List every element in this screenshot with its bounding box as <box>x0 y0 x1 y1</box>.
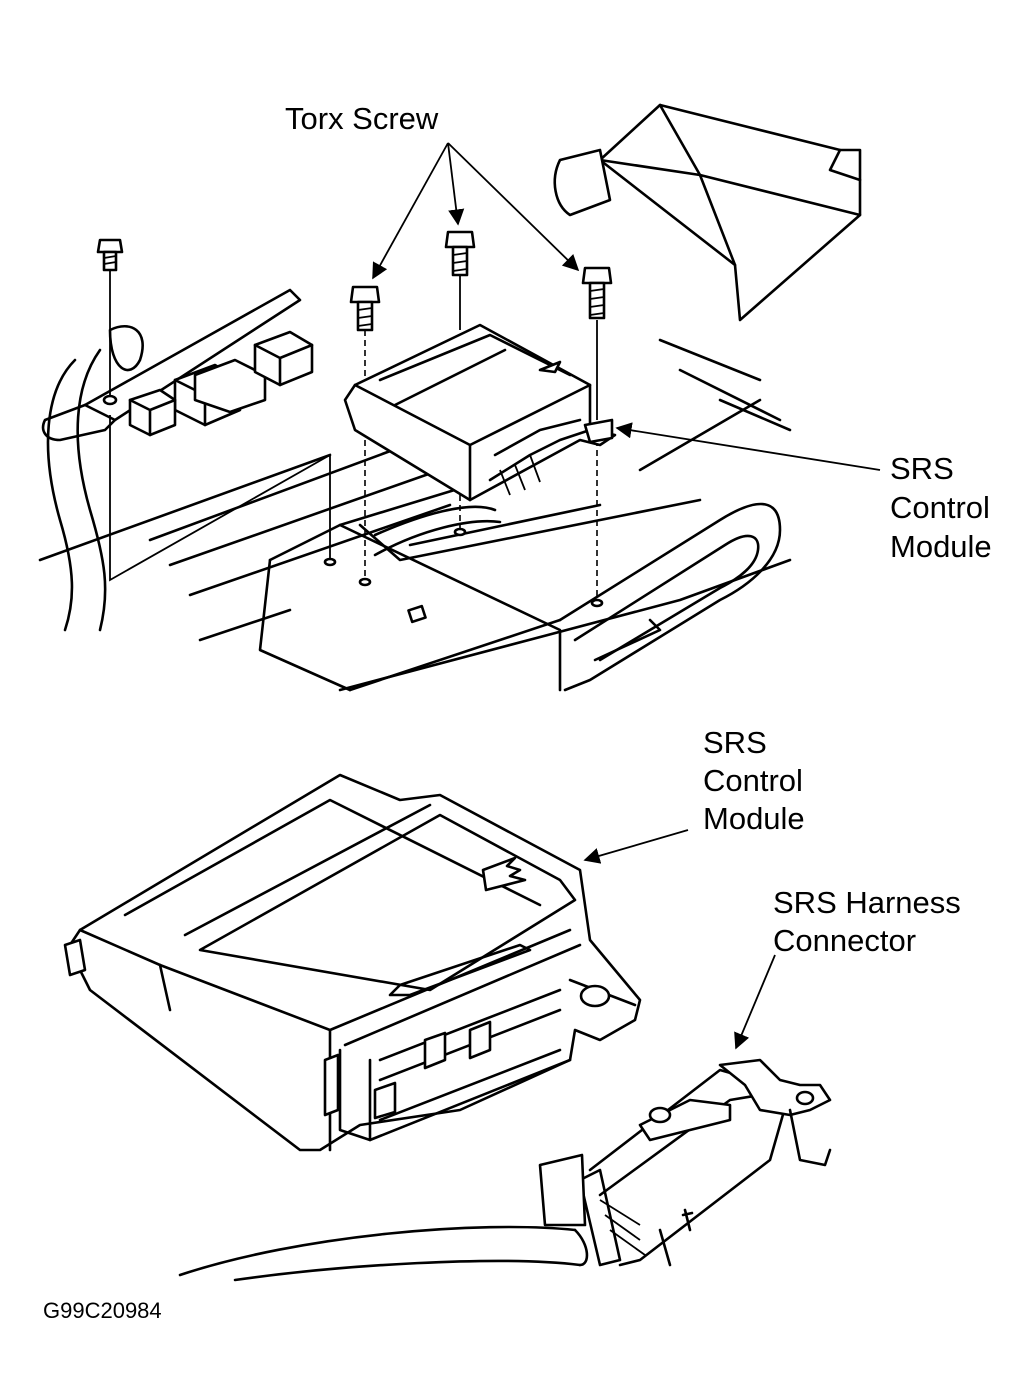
srs-module-top <box>343 323 617 557</box>
srs-module-bottom-label-line3: Module <box>703 801 805 836</box>
floor-tunnel <box>38 338 792 692</box>
srs-module-bottom-label-line2: Control <box>703 763 803 798</box>
harness-connector-leader <box>734 954 776 1050</box>
torx-screw-3 <box>444 230 476 277</box>
torx-screw-label: Torx Screw <box>285 101 439 136</box>
harness-connector-label-line2: Connector <box>773 923 917 958</box>
alignment-lines <box>109 270 604 608</box>
torx-screw-1 <box>96 238 124 272</box>
cover-panel <box>553 103 862 322</box>
harness-connector-label-line1: SRS Harness <box>773 885 961 920</box>
torx-screw-4 <box>581 266 613 320</box>
console-bracket <box>558 502 782 692</box>
srs-harness-connector <box>178 1058 832 1282</box>
srs-module-bottom-label-line1: SRS <box>703 725 767 760</box>
srs-module-top-label-line3: Module <box>890 529 992 564</box>
figure-code: G99C20984 <box>43 1298 162 1323</box>
srs-module-bottom-leader <box>583 829 689 864</box>
torx-screw-2 <box>349 285 381 332</box>
srs-module-large <box>63 773 642 1152</box>
srs-module-top-leader <box>615 422 881 471</box>
left-harness <box>41 288 314 632</box>
srs-module-top-label-line1: SRS <box>890 451 954 486</box>
torx-screw-leaders <box>372 142 580 280</box>
srs-module-top-label-line2: Control <box>890 490 990 525</box>
